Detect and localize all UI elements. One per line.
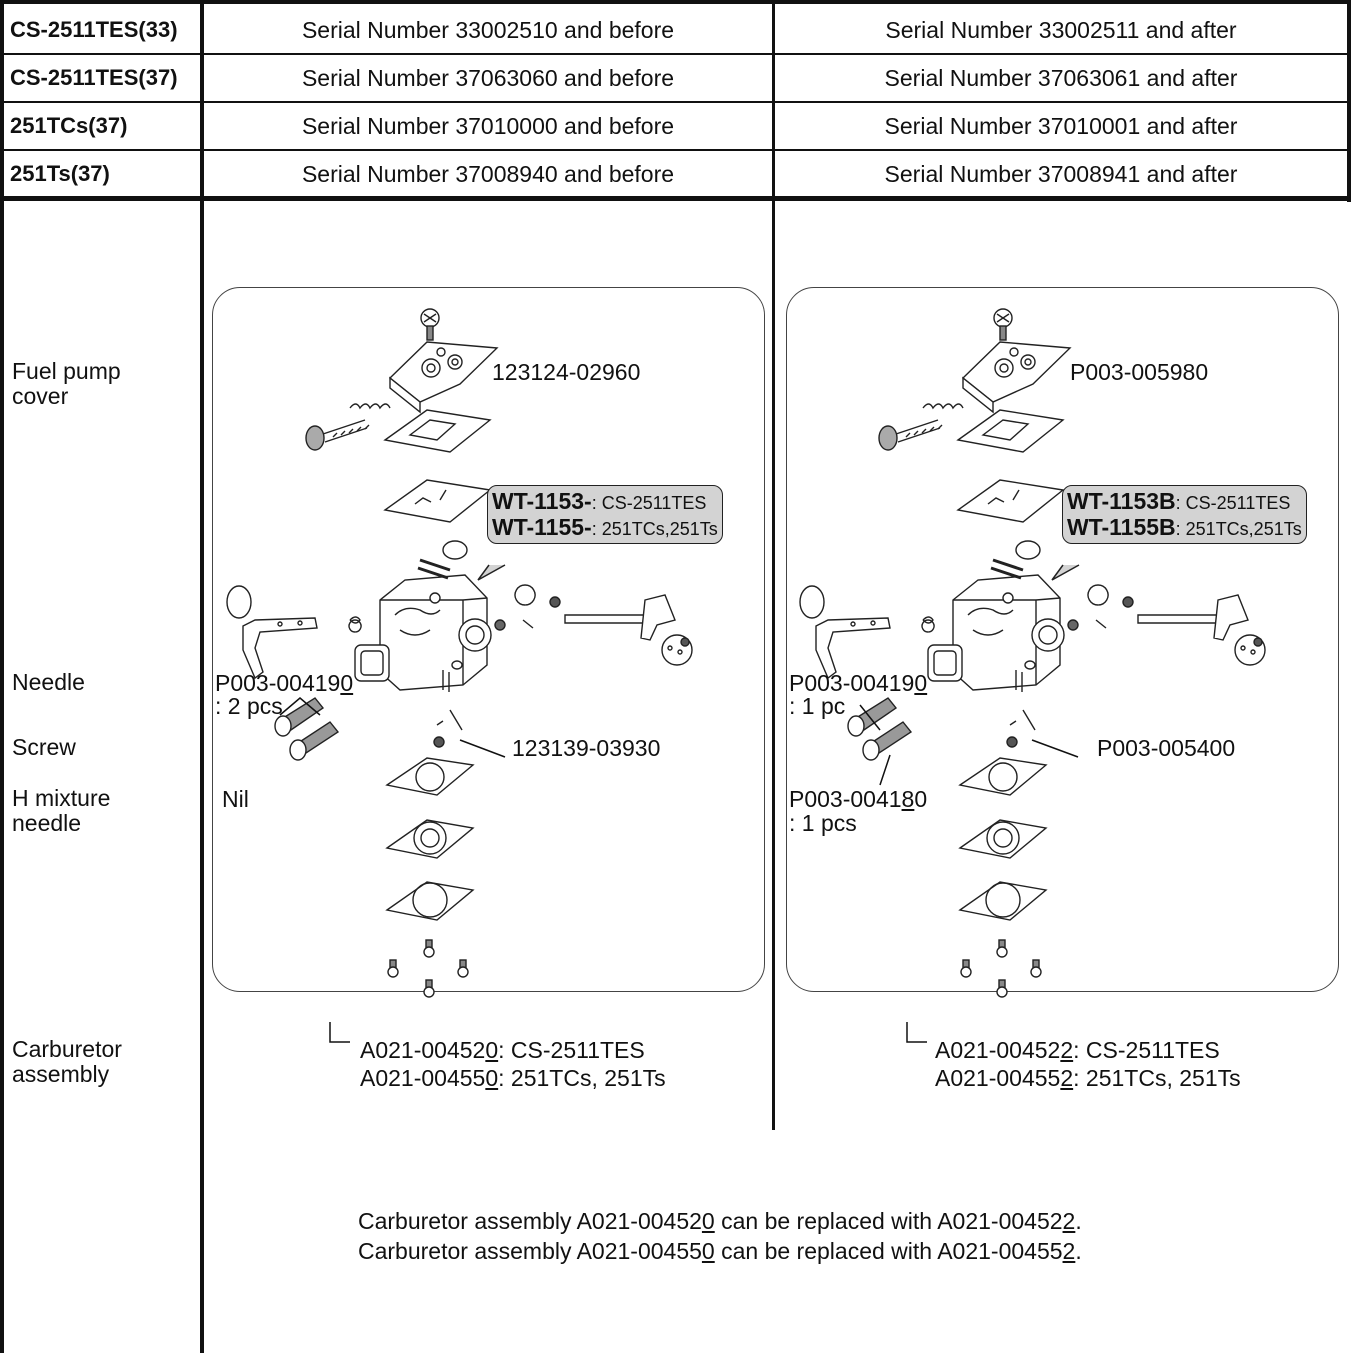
before-assembly-line1: A021-004520: CS-2511TES [360,1037,645,1063]
leader-screw-after [1031,739,1079,758]
column-divider-1 [200,0,204,1353]
bracket-assembly-before [329,1022,350,1043]
model-cell: 251TCs(37) [10,113,128,138]
serial-after-cell: Serial Number 33002511 and after [885,17,1237,43]
row-divider-3 [0,149,1351,151]
after-needle-qty: : 1 pc [789,693,846,719]
table-top-border [0,0,1351,4]
leader-needle-before [279,697,321,716]
before-needle-qty: : 2 pcs [215,693,283,719]
column-divider-2 [772,0,775,1130]
interchangeability-note-line2: Carburetor assembly A021-004550 can be r… [358,1238,1082,1264]
model-cell: CS-2511TES(33) [10,17,178,42]
model-cell: CS-2511TES(37) [10,65,178,90]
interchangeability-note-line1: Carburetor assembly A021-004520 can be r… [358,1208,1082,1234]
before-needle-part: P003-004190 [215,670,354,696]
before-carburetor-drawing [225,307,694,999]
serial-before-cell: Serial Number 37008940 and before [301,161,675,187]
before-kit-callout: WT-1153-: CS-2511TES WT-1155-: 251TCs,25… [487,485,723,544]
serial-before-cell: Serial Number 37063060 and before [301,65,675,91]
before-pump-cover-part: 123124-02960 [492,359,641,385]
kit-code: WT-1155- [492,514,592,540]
row-divider-4 [0,196,1351,201]
label-carburetor-assembly-line1: Carburetor [12,1036,122,1062]
serial-after-cell: Serial Number 37010001 and after [884,113,1238,139]
after-h-mixture-needle-part: P003-004180 [789,786,928,812]
after-diagram-panel [786,287,1339,992]
leader-needle-after [859,704,881,731]
serial-after-cell: Serial Number 37063061 and after [884,65,1238,91]
after-carburetor-drawing [798,307,1267,999]
label-needle: Needle [12,669,85,695]
row-divider-2 [0,101,1351,103]
leader-screw-before [459,739,506,758]
before-diagram-panel [212,287,765,992]
label-screw: Screw [12,734,76,760]
after-needle-part: P003-004190 [789,670,928,696]
table-left-border [0,0,4,1353]
kit-code: WT-1153B [1067,488,1176,514]
row-divider-1 [0,53,1351,55]
after-pump-cover-part: P003-005980 [1070,359,1209,385]
before-assembly-line2: A021-004550: 251TCs, 251Ts [360,1065,666,1091]
label-fuel-pump-cover-line2: cover [12,383,69,409]
bracket-assembly-after [906,1022,927,1043]
after-screw-part: P003-005400 [1097,735,1236,761]
label-fuel-pump-cover-line1: Fuel pump [12,358,121,384]
label-carburetor-assembly-line2: assembly [12,1061,110,1087]
leader-h-needle-after [879,754,891,786]
before-h-mixture-needle: Nil [222,786,249,812]
label-h-mixture-needle-line2: needle [12,810,82,836]
kit-code: WT-1153- [492,488,592,514]
after-kit-callout: WT-1153B: CS-2511TES WT-1155B: 251TCs,25… [1062,485,1307,544]
serial-after-cell: Serial Number 37008941 and after [884,161,1238,187]
kit-code: WT-1155B [1067,514,1176,540]
serial-before-cell: Serial Number 37010000 and before [301,113,675,139]
after-assembly-line2: A021-004552: 251TCs, 251Ts [935,1065,1241,1091]
model-cell: 251Ts(37) [10,161,110,186]
serial-before-cell: Serial Number 33002510 and before [301,17,675,43]
after-assembly-line1: A021-004522: CS-2511TES [935,1037,1220,1063]
after-h-mixture-needle-qty: : 1 pcs [789,810,857,836]
label-h-mixture-needle-line1: H mixture [12,785,111,811]
before-screw-part: 123139-03930 [512,735,661,761]
